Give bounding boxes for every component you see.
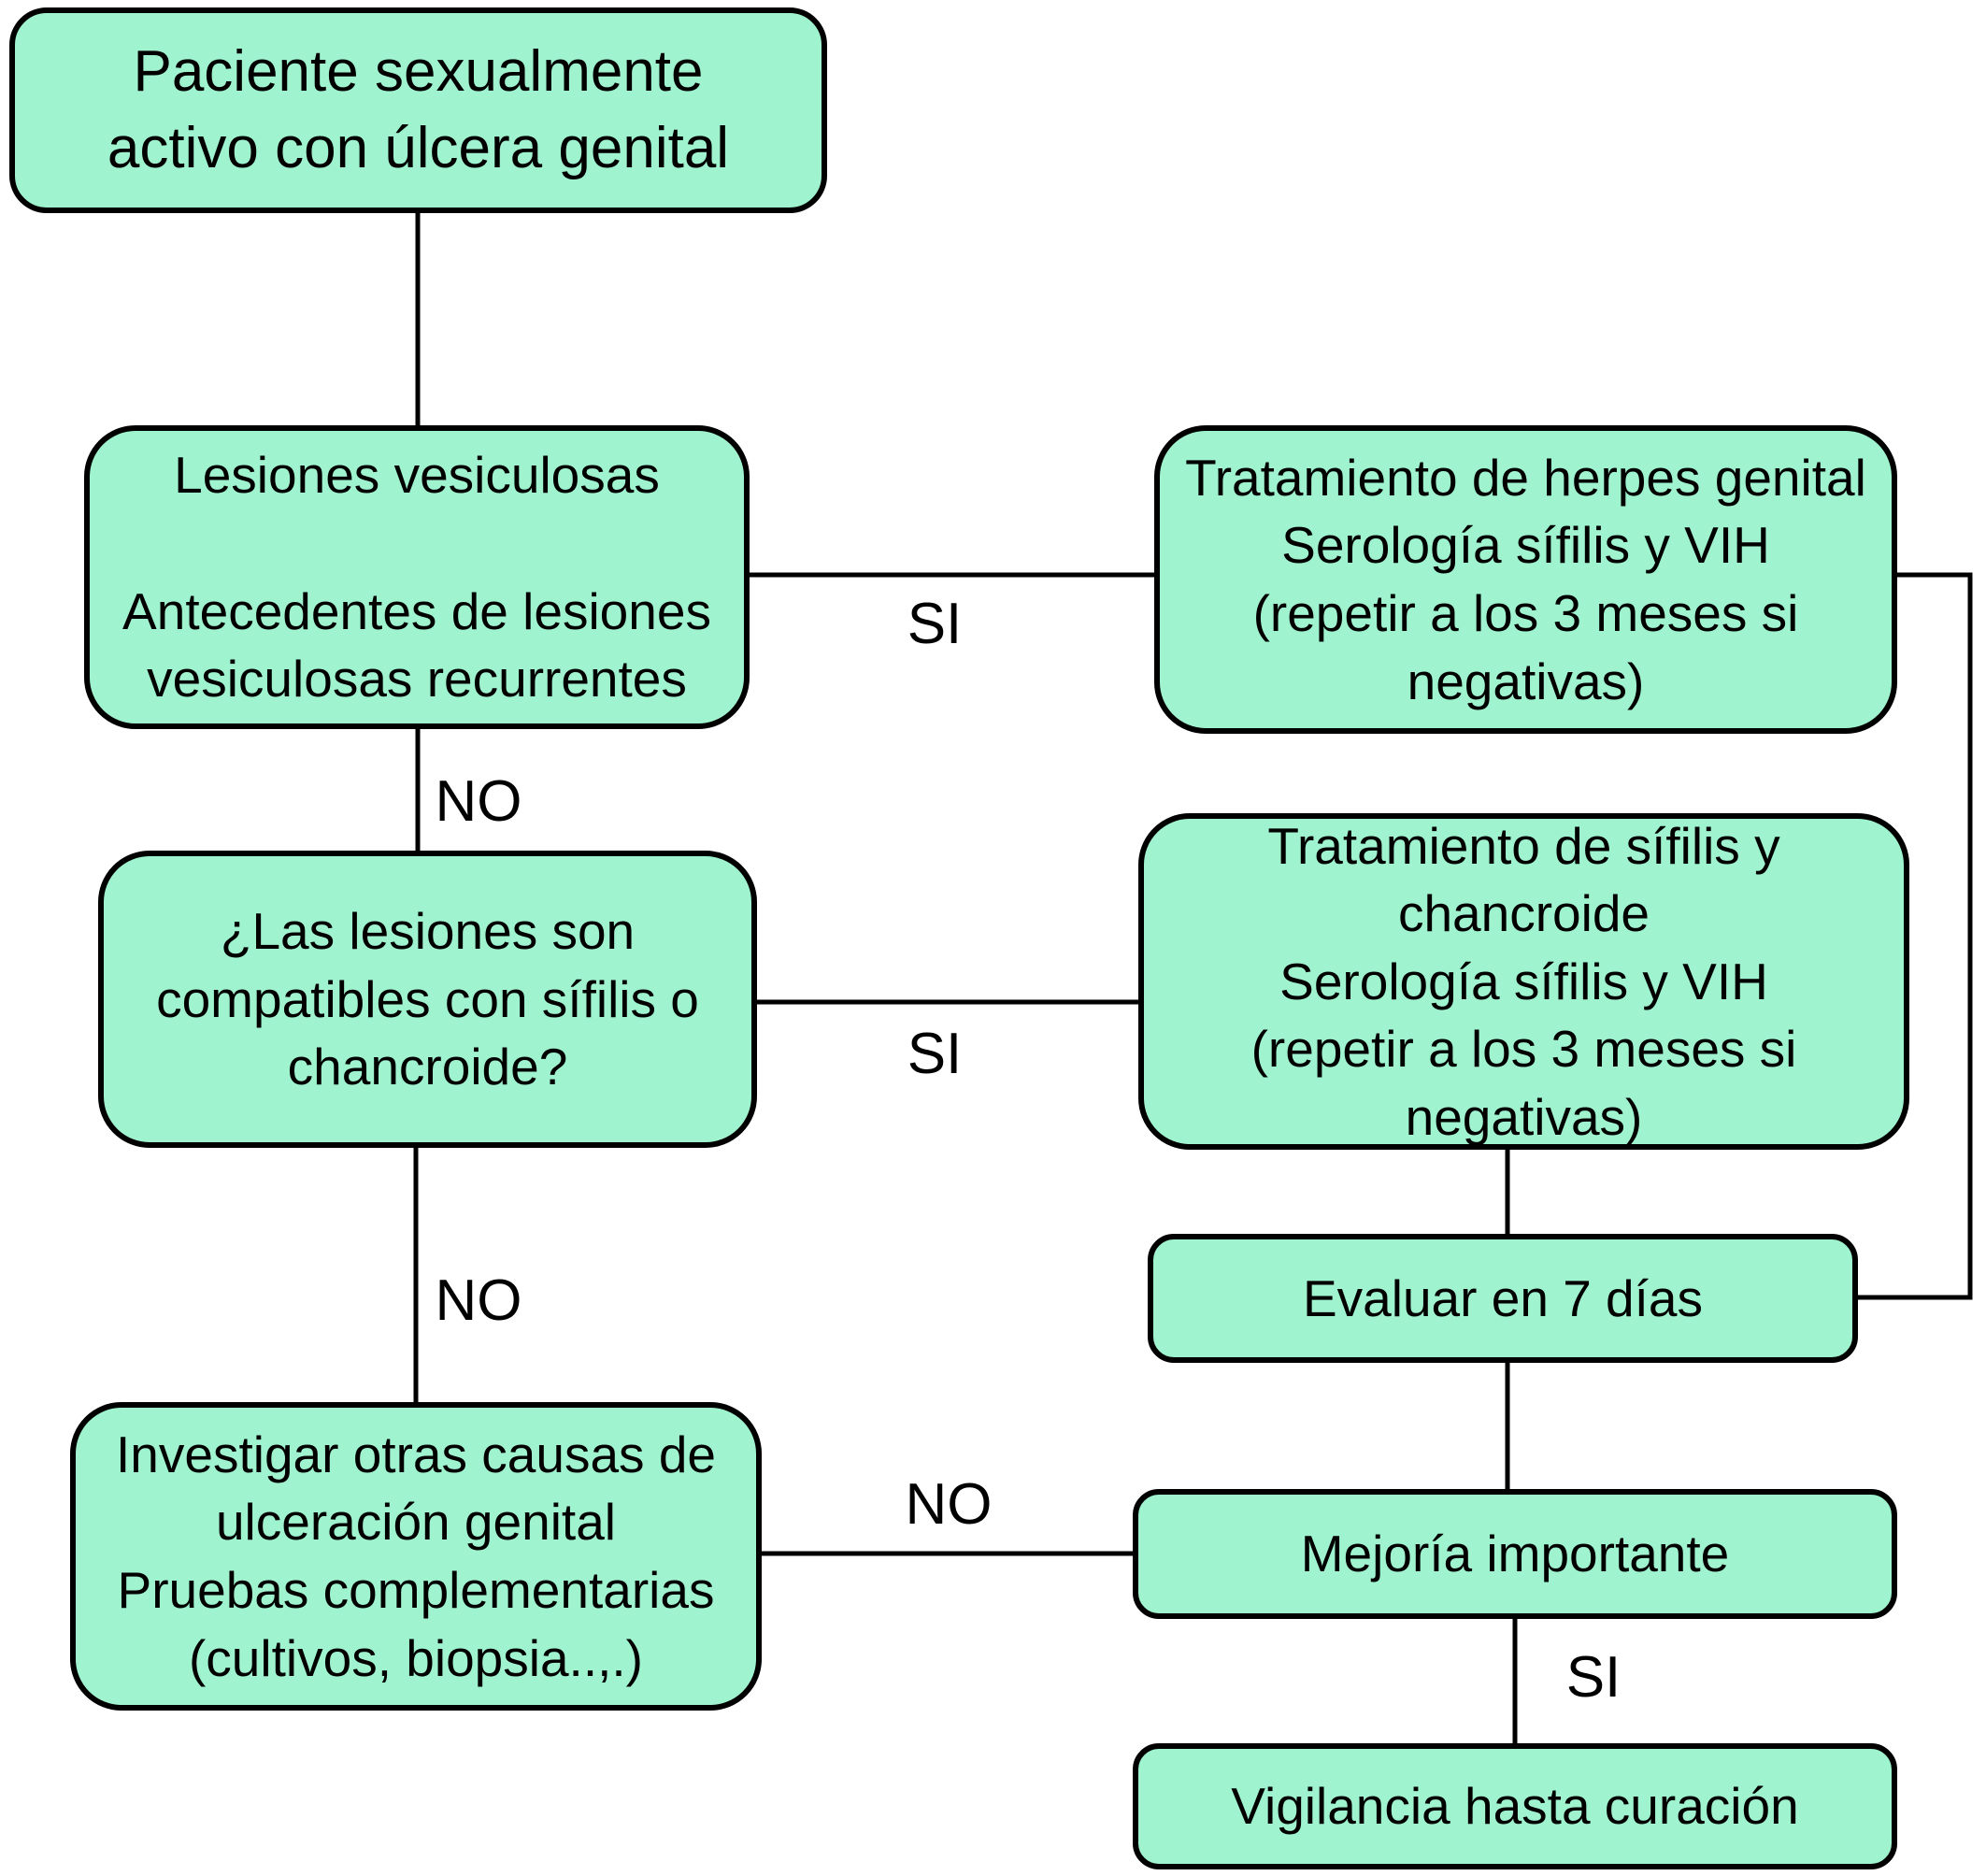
edge-label-no-from-improvement: NO (905, 1472, 993, 1537)
node-syphilis-chancroid-treatment: Tratamiento de sífilis y chancroide Sero… (1138, 813, 1909, 1150)
node-significant-improvement: Mejoría importante (1133, 1489, 1897, 1619)
node-question-text: ¿Las lesiones son compatibles con sífili… (156, 902, 699, 1096)
node-syphilis-chancroid-question: ¿Las lesiones son compatibles con sífili… (98, 851, 757, 1148)
node-investigate-text: Investigar otras causas de ulceración ge… (115, 1425, 716, 1687)
node-investigate-other-causes: Investigar otras causas de ulceración ge… (70, 1402, 762, 1711)
node-improvement-text: Mejoría importante (1300, 1525, 1730, 1583)
node-patient-with-genital-ulcer: Paciente sexualmente activo con úlcera g… (9, 7, 827, 213)
edge-label-no-from-vesicular: NO (435, 769, 522, 834)
node-evaluate-7-days: Evaluar en 7 días (1148, 1234, 1858, 1363)
node-vesicular-lesions: Lesiones vesiculosas Antecedentes de les… (84, 425, 750, 729)
edge-herpes-evaluate (1858, 572, 1973, 1300)
node-surveillance-until-cure: Vigilancia hasta curación (1133, 1743, 1897, 1869)
node-herpes-treatment: Tratamiento de herpes genital Serología … (1154, 425, 1897, 734)
edge-label-si-from-improvement: SI (1565, 1645, 1622, 1710)
edge-label-no-from-question: NO (435, 1268, 522, 1333)
edge-label-si-to-syphilis-treatment: SI (907, 1022, 963, 1086)
node-patient-text: Paciente sexualmente activo con úlcera g… (107, 39, 730, 180)
node-evaluate-text: Evaluar en 7 días (1302, 1268, 1704, 1327)
node-surveillance-text: Vigilancia hasta curación (1231, 1777, 1799, 1836)
node-syphilis-text: Tratamiento de sífilis y chancroide Sero… (1250, 816, 1797, 1146)
node-vesicular-text: Lesiones vesiculosas Antecedentes de les… (122, 446, 711, 709)
node-herpes-text: Tratamiento de herpes genital Serología … (1185, 448, 1866, 710)
edge-label-si-to-herpes: SI (907, 592, 963, 656)
